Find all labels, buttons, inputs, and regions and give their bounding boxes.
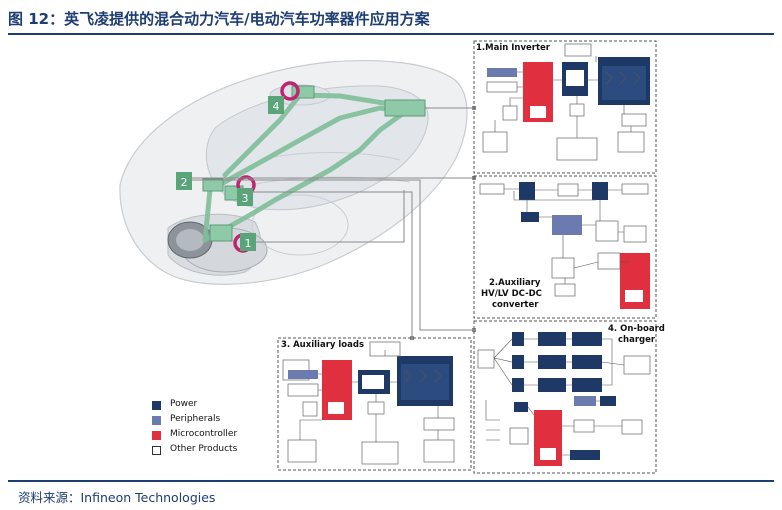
section-title-dcdc-line2: HV/LV DC-DC bbox=[481, 289, 542, 299]
section-title-dcdc-line1: 2.Auxiliary bbox=[489, 278, 541, 288]
marker-label-3: 3 bbox=[242, 192, 249, 205]
main-inverter-wires bbox=[494, 56, 641, 138]
marker-box-4 bbox=[268, 96, 284, 114]
section-title-aux-loads: 3. Auxiliary loads bbox=[281, 340, 365, 350]
figure-footer: 资料来源：Infineon Technologies bbox=[8, 480, 774, 508]
legend-label-power: Power bbox=[170, 399, 198, 409]
section-title-dcdc-line3: converter bbox=[492, 300, 539, 310]
frame-aux-loads bbox=[277, 337, 472, 471]
frame-obc bbox=[473, 320, 657, 474]
marker-label-1: 1 bbox=[245, 237, 252, 250]
power-cables bbox=[202, 92, 413, 243]
legend-swatch-power bbox=[152, 401, 161, 410]
source-note: 资料来源：Infineon Technologies bbox=[18, 490, 216, 505]
section-frames bbox=[277, 40, 657, 474]
legend-label-other-products: Other Products bbox=[170, 444, 238, 454]
obc-wires bbox=[485, 338, 625, 456]
marker-label-2: 2 bbox=[181, 176, 188, 189]
footer-rule bbox=[8, 480, 774, 482]
legend-swatch-microcontroller bbox=[152, 431, 161, 440]
section-title-main-inverter: 1.Main Inverter bbox=[476, 43, 550, 53]
aux-load-blocks bbox=[282, 341, 455, 465]
legend-item-power: Power bbox=[152, 398, 282, 413]
leader-lines bbox=[192, 107, 474, 338]
obc-blocks bbox=[477, 332, 651, 466]
header-rule bbox=[8, 33, 774, 35]
section-title-obc-line1: 4. On-board bbox=[608, 324, 665, 334]
legend-label-peripherals: Peripherals bbox=[170, 414, 221, 424]
frame-dcdc bbox=[473, 175, 657, 319]
marker-box-2 bbox=[176, 172, 192, 190]
legend-item-peripherals: Peripherals bbox=[152, 413, 282, 428]
aux-load-wires bbox=[299, 350, 442, 442]
dcdc-wires bbox=[504, 188, 630, 284]
figure-header: 图 12：英飞凌提供的混合动力汽车/电动汽车功率器件应用方案 bbox=[8, 6, 774, 35]
legend-swatch-peripherals bbox=[152, 416, 161, 425]
legend-item-microcontroller: Microcontroller bbox=[152, 428, 282, 443]
legend-item-other-products: Other Products bbox=[152, 443, 282, 458]
legend-label-microcontroller: Microcontroller bbox=[170, 429, 238, 439]
legend: Power Peripherals Microcontroller Other … bbox=[152, 398, 282, 458]
marker-box-1 bbox=[240, 233, 256, 251]
figure-title: 图 12：英飞凌提供的混合动力汽车/电动汽车功率器件应用方案 bbox=[8, 10, 430, 28]
legend-swatch-other-products bbox=[152, 446, 161, 455]
frame-main-inverter bbox=[473, 40, 657, 174]
marker-label-4: 4 bbox=[273, 100, 280, 113]
main-inverter-blocks bbox=[482, 43, 650, 161]
section-title-obc-line2: charger bbox=[618, 335, 656, 345]
dcdc-blocks bbox=[479, 182, 650, 309]
